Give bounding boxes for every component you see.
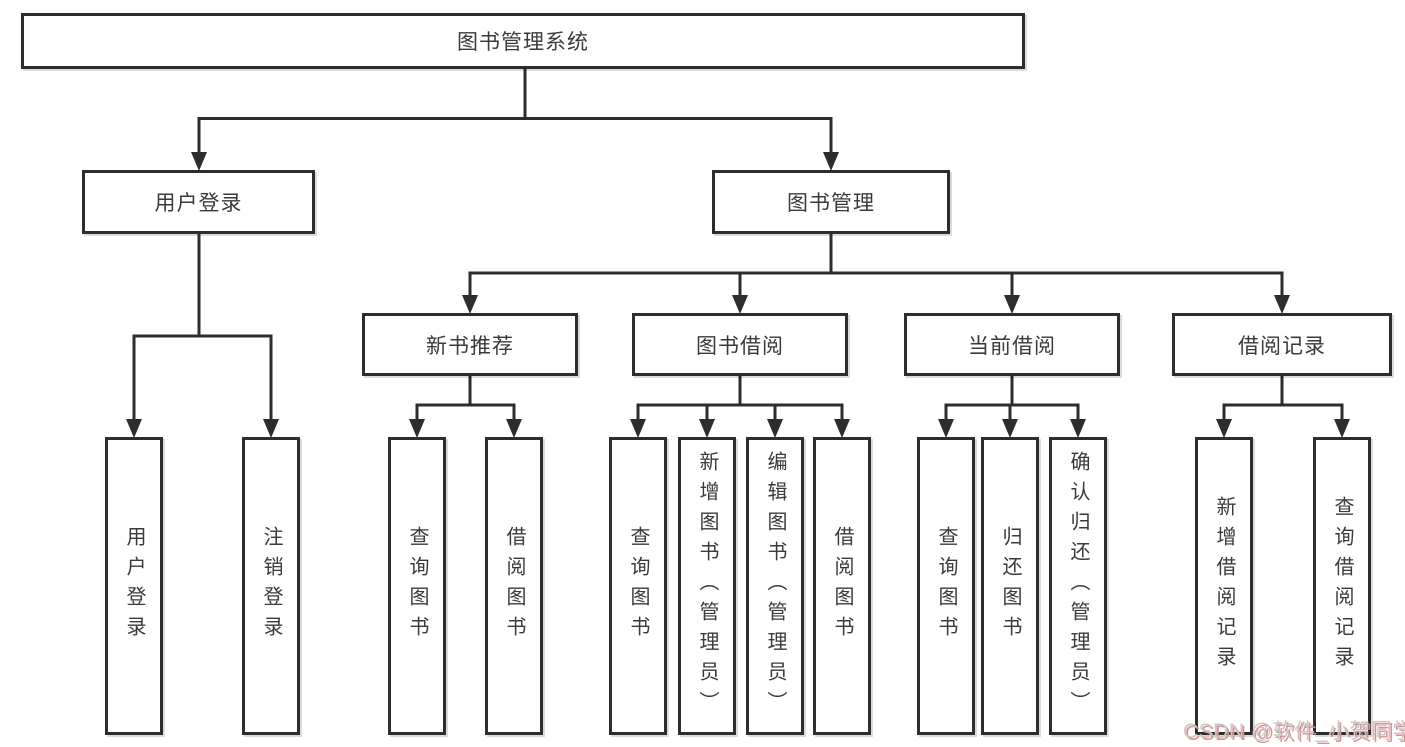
leaf-query-borrow-record: 查询借阅记录 [1313,437,1371,735]
leaf-label: 借阅图书 [503,526,525,646]
leaf-add-book-admin: 新增图书（管理员） [678,437,736,735]
leaf-add-borrow-record: 新增借阅记录 [1195,437,1253,735]
arrowheads [126,152,1350,438]
node-library-management-system: 图书管理系统 [21,13,1025,69]
node-label: 借阅记录 [1238,334,1326,358]
leaf-label: 用户登录 [123,526,145,646]
leaf-label: 编辑图书（管理员） [764,451,786,721]
node-label: 当前借阅 [968,334,1056,358]
leaf-borrow-books-recommend: 借阅图书 [485,437,543,735]
leaf-user-login: 用户登录 [105,437,163,735]
leaf-edit-book-admin: 编辑图书（管理员） [746,437,804,735]
leaf-query-books-borrow: 查询图书 [609,437,667,735]
node-user-login: 用户登录 [82,170,315,234]
node-book-borrowing: 图书借阅 [632,313,848,376]
node-label: 图书借阅 [696,334,784,358]
leaf-label: 新增借阅记录 [1213,496,1235,676]
leaf-query-books-recommend: 查询图书 [388,437,446,735]
leaf-label: 查询图书 [935,526,957,646]
leaf-logout: 注销登录 [242,437,300,735]
node-borrowing-records: 借阅记录 [1172,313,1392,376]
node-new-book-recommendation: 新书推荐 [362,313,578,376]
leaf-label: 注销登录 [260,526,282,646]
node-label: 图书管理 [787,192,875,215]
leaf-label: 查询借阅记录 [1331,496,1353,676]
leaf-label: 查询图书 [627,526,649,646]
node-label: 新书推荐 [426,334,514,358]
leaf-confirm-return-admin: 确认归还（管理员） [1049,437,1107,735]
node-label: 图书管理系统 [457,31,589,54]
leaf-label: 新增图书（管理员） [696,451,718,721]
leaf-borrow-books: 借阅图书 [813,437,871,735]
node-current-borrowing: 当前借阅 [904,313,1120,376]
node-label: 用户登录 [154,192,243,215]
leaf-label: 归还图书 [999,526,1021,646]
leaf-query-books-current: 查询图书 [917,437,975,735]
csdn-watermark: CSDN @软件_小贺同学 [1183,720,1405,743]
leaf-label: 借阅图书 [831,526,853,646]
leaf-return-book: 归还图书 [981,437,1039,735]
leaf-label: 确认归还（管理员） [1067,451,1089,721]
leaf-label: 查询图书 [406,526,428,646]
node-book-management: 图书管理 [712,170,950,234]
